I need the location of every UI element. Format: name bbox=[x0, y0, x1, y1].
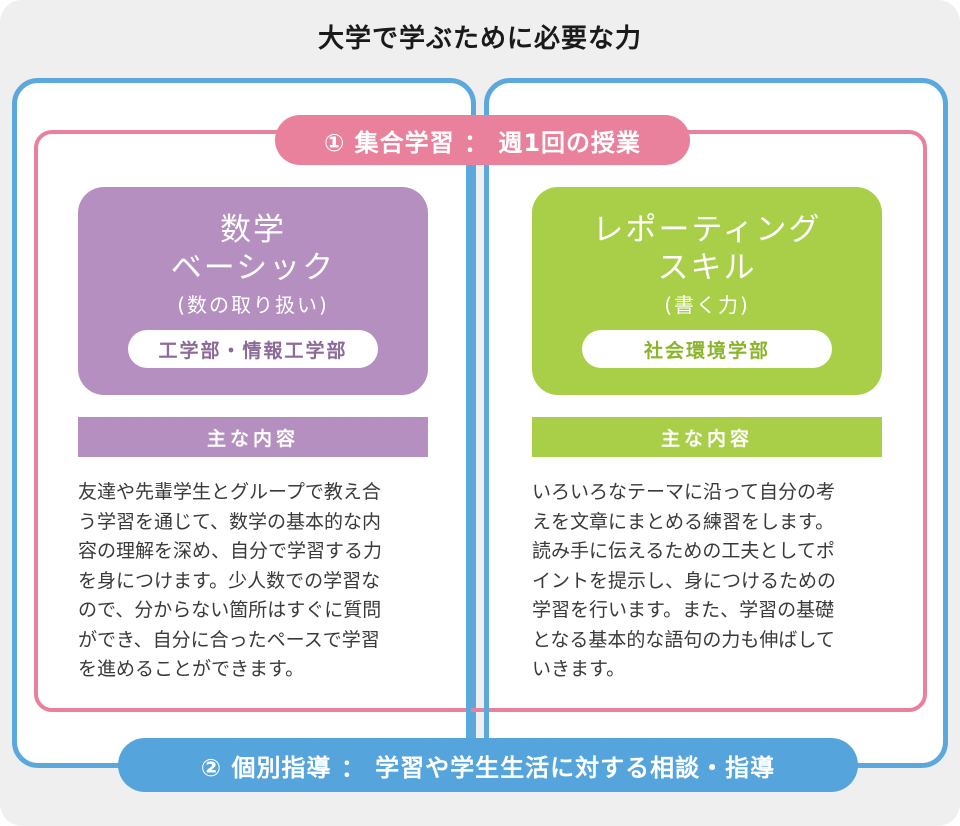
description-line: を身につけます。少人数での学習な bbox=[78, 569, 381, 592]
description-line: えを文章にまとめる練習をします。 bbox=[532, 510, 835, 533]
diagram-title: 大学で学ぶために必要な力 bbox=[317, 24, 642, 54]
course-card-reporting-skill: レポーティング スキル (書く力) 社会環境学部 bbox=[532, 187, 882, 395]
description-line: いろいろなテーマに沿って自分の考 bbox=[532, 481, 836, 503]
individual-guidance-label: ② 個別指導 ： 学習や学生生活に対する相談・指導 bbox=[118, 738, 858, 792]
description-line: イントを提示し、身につけるための bbox=[532, 569, 837, 592]
description-line: となる基本的な語句の力も伸ばして bbox=[532, 628, 835, 651]
blue-frame-line-left bbox=[466, 120, 471, 750]
description-line: ので、分からない箇所はすぐに質問 bbox=[78, 599, 382, 621]
course-title-line1: 数学 bbox=[220, 212, 286, 248]
description-line: う学習を通じて、数学の基本的な内 bbox=[78, 510, 382, 533]
department-badge: 社会環境学部 bbox=[582, 330, 832, 368]
description-line: いきます。 bbox=[532, 658, 626, 680]
course-title: レポーティング スキル bbox=[532, 211, 882, 287]
description-line: を進めることができます。 bbox=[78, 658, 305, 680]
course-subtitle: (数の取り扱い) bbox=[177, 293, 329, 317]
description-line: 友達や先輩学生とグループで教え合 bbox=[78, 481, 381, 503]
description-line: ができ、自分に合ったペースで学習 bbox=[78, 628, 380, 651]
course-card-math-basic: 数学 ベーシック (数の取り扱い) 工学部・情報工学部 bbox=[78, 187, 428, 395]
course-title: 数学 ベーシック bbox=[78, 211, 428, 287]
course-title-line2: ベーシック bbox=[170, 250, 336, 286]
group-session-label: ① 集合学習 ： 週1回の授業 bbox=[275, 115, 690, 165]
description-line: 学習を行います。また、学習の基礎 bbox=[532, 599, 835, 621]
course-title-line1: レポーティング bbox=[592, 212, 822, 248]
department-badge: 工学部・情報工学部 bbox=[128, 330, 378, 368]
section-header-main-content: 主な内容 bbox=[532, 417, 882, 457]
course-subtitle: (書く力) bbox=[664, 293, 750, 317]
section-header-main-content: 主な内容 bbox=[78, 417, 428, 457]
description-line: 容の理解を深め、自分で学習する力 bbox=[78, 540, 383, 562]
blue-frame-line-right bbox=[484, 120, 489, 750]
course-title-line2: スキル bbox=[657, 250, 757, 286]
description-line: 読み手に伝えるための工夫としてポ bbox=[532, 540, 835, 562]
course-description: 友達や先輩学生とグループで教え合 う学習を通じて、数学の基本的な内 容の理解を深… bbox=[78, 478, 438, 685]
course-description: いろいろなテーマに沿って自分の考 えを文章にまとめる練習をします。 読み手に伝え… bbox=[532, 478, 892, 685]
